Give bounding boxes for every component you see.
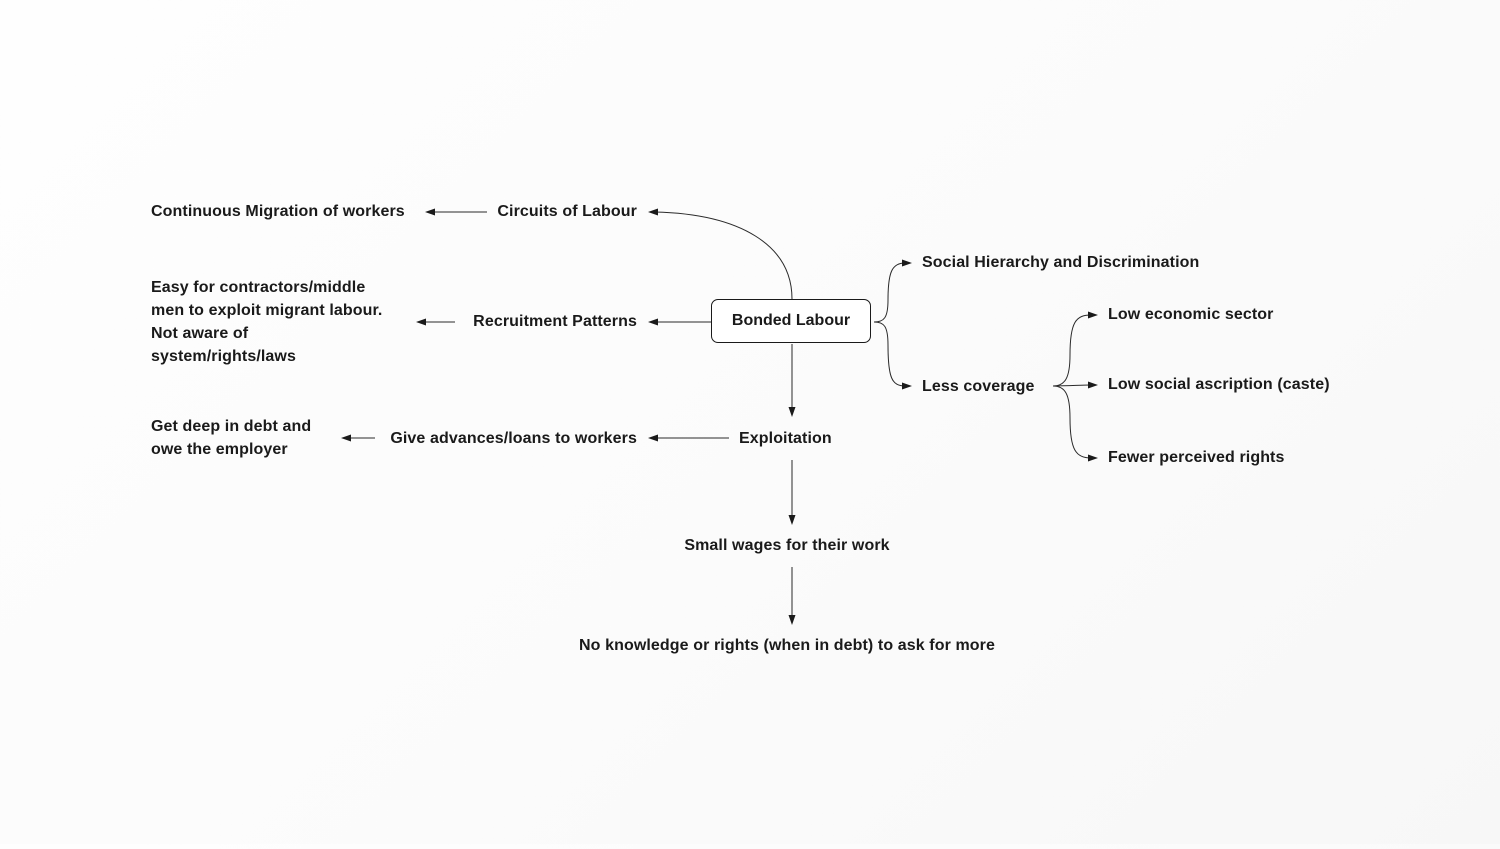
node-recruitment-patterns: Recruitment Patterns (473, 313, 637, 330)
arrowhead-circuits (648, 208, 658, 216)
arrowhead-recruitment (648, 318, 658, 326)
node-exploitation: Exploitation (739, 430, 832, 447)
node-less-coverage: Less coverage (922, 378, 1035, 395)
arrowhead-social (902, 259, 912, 267)
arrowhead-advances (648, 434, 658, 442)
arrowhead-economic (1088, 311, 1098, 319)
arrowhead-rights (1088, 454, 1098, 462)
node-circuits-of-labour: Circuits of Labour (497, 203, 637, 220)
node-continuous-migration: Continuous Migration of workers (151, 203, 405, 220)
arrowhead-knowledge (788, 615, 796, 625)
edge-coverage-economic (1052, 314, 1092, 387)
edge-coverage-rights (1052, 385, 1092, 459)
arrowhead-migration (425, 208, 435, 216)
node-give-advances: Give advances/loans to workers (390, 430, 637, 447)
arrowhead-low-social (1088, 381, 1098, 389)
node-low-social: Low social ascription (caste) (1108, 376, 1330, 393)
node-no-knowledge: No knowledge or rights (when in debt) to… (579, 637, 995, 654)
node-easy-exploit: Easy for contractors/middle men to explo… (151, 279, 383, 365)
arrowhead-wages (788, 515, 796, 525)
node-social-hierarchy: Social Hierarchy and Discrimination (922, 254, 1200, 271)
arrowhead-debt (341, 434, 351, 442)
edge-root-coverage (873, 321, 906, 387)
node-fewer-rights: Fewer perceived rights (1108, 449, 1285, 466)
edge-root-social (873, 262, 906, 323)
arrowhead-easy (416, 318, 426, 326)
root-label: Bonded Labour (731, 312, 851, 329)
node-deep-debt: Get deep in debt and owe the employer (151, 418, 312, 458)
edge-root-circuits (654, 211, 793, 300)
root-node: Bonded Labour (711, 299, 871, 343)
node-small-wages: Small wages for their work (684, 537, 890, 554)
node-low-economic: Low economic sector (1108, 306, 1274, 323)
arrowhead-exploitation (788, 407, 796, 417)
arrowhead-coverage (902, 382, 912, 390)
